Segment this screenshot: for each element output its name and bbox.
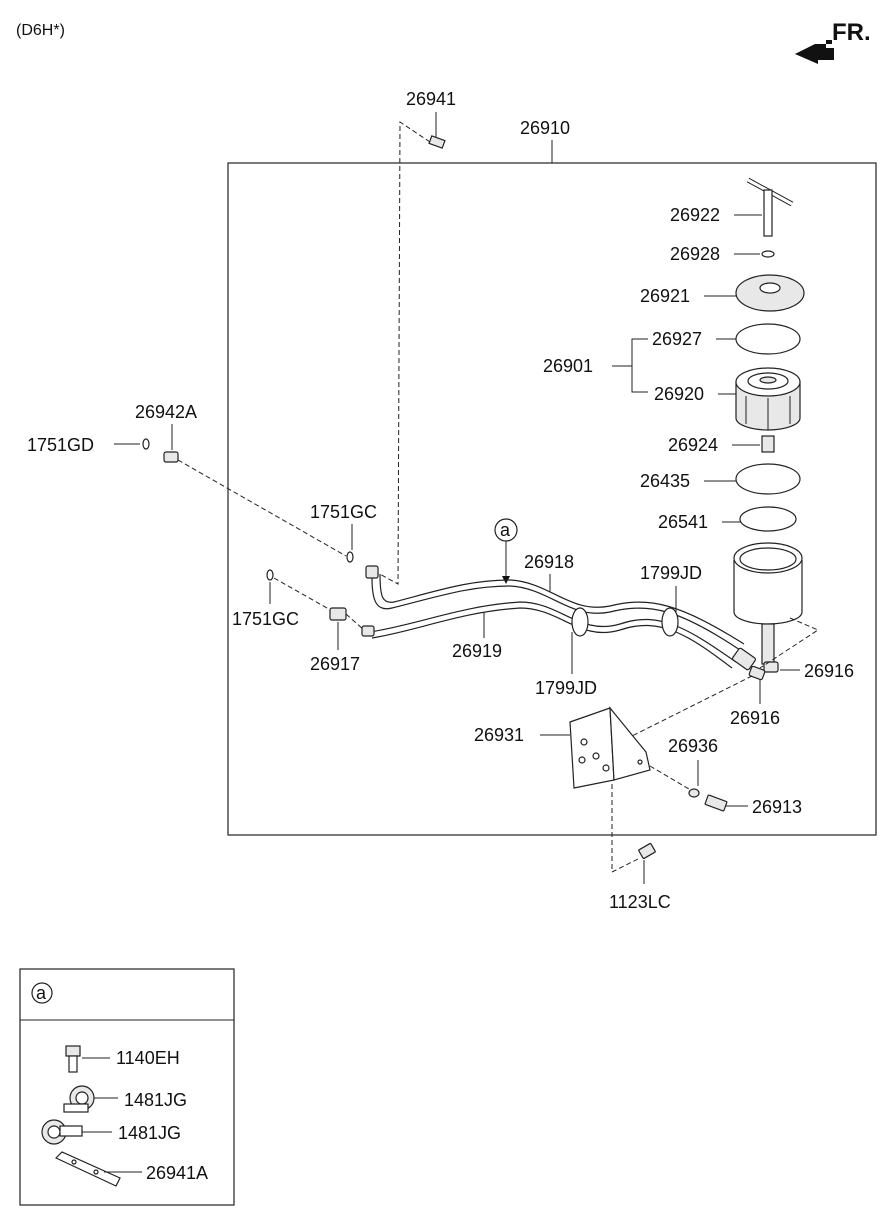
gasket-26435-icon: [735, 463, 801, 495]
o-ring-26928-icon: [761, 250, 775, 258]
hose-fitting-bottom-icon: [361, 625, 375, 637]
label-26941: 26941: [406, 89, 456, 109]
label-26435: 26435: [640, 471, 690, 491]
label-1751GC-lower: 1751GC: [232, 609, 299, 629]
fitting-26942a-icon: [163, 451, 179, 463]
callout-a: a: [500, 520, 511, 540]
clamp-1799jd-left-icon: [571, 607, 589, 637]
clip-1481jg-upper-icon: [63, 1085, 95, 1113]
label-26901: 26901: [543, 356, 593, 376]
t-handle-26922-icon: [746, 177, 794, 237]
label-26921: 26921: [640, 286, 690, 306]
label-26922: 26922: [670, 205, 720, 225]
assembly-frame: [227, 162, 877, 836]
variant-label: (D6H*): [16, 22, 65, 39]
label-26913: 26913: [752, 797, 802, 817]
detail-item-1: 1140EH: [116, 1048, 180, 1068]
filter-element-26920-icon: [735, 367, 801, 431]
label-1751GC-upper: 1751GC: [310, 502, 377, 522]
clip-1481jg-lower-icon: [41, 1119, 83, 1145]
label-26541: 26541: [658, 512, 708, 532]
seal-26541-icon: [739, 506, 797, 532]
strap-26941a-icon: [54, 1151, 121, 1187]
detail-item-2: 1481JG: [124, 1090, 187, 1110]
label-1799JD-top: 1799JD: [640, 563, 702, 583]
bolt-1140eh-icon: [65, 1045, 81, 1073]
label-26924: 26924: [668, 435, 718, 455]
bracket-26931-icon: [569, 706, 651, 789]
fitting-26917-icon: [329, 607, 347, 621]
label-26920: 26920: [654, 384, 704, 404]
label-26942A: 26942A: [135, 402, 197, 422]
label-26931: 26931: [474, 725, 524, 745]
valve-26924-icon: [761, 435, 775, 453]
label-26918: 26918: [524, 552, 574, 572]
hose-fitting-right-icon: [731, 647, 757, 671]
o-ring-1751gc-upper-icon: [346, 551, 354, 563]
label-26928: 26928: [670, 244, 720, 264]
o-ring-1751gd-icon: [142, 438, 150, 450]
clamp-1799jd-right-icon: [661, 607, 679, 637]
cap-26921-icon: [735, 274, 805, 312]
fr-arrow-icon: [795, 40, 834, 64]
bolt-26941-icon: [428, 135, 446, 149]
label-26917: 26917: [310, 654, 360, 674]
direction-label: FR.: [832, 19, 871, 46]
detail-marker: a: [36, 983, 47, 1003]
filter-housing-icon: [733, 542, 803, 665]
hose-26919-icon: [369, 601, 737, 669]
detail-item-3: 1481JG: [118, 1123, 181, 1143]
label-1751GD: 1751GD: [27, 435, 94, 455]
detail-box: [19, 968, 235, 1206]
hose-26918-icon: [371, 573, 745, 651]
washer-26936-icon: [688, 788, 700, 798]
label-26919: 26919: [452, 641, 502, 661]
label-26916-right: 26916: [804, 661, 854, 681]
label-1123LC: 1123LC: [609, 892, 671, 912]
fitting-26916-icon: [748, 661, 779, 681]
bolt-1123lc-icon: [638, 842, 656, 860]
label-26910: 26910: [520, 118, 570, 138]
gasket-26927-icon: [735, 323, 801, 355]
label-1799JD-bottom: 1799JD: [535, 678, 597, 698]
detail-marker-icon: [31, 982, 53, 1004]
hose-fitting-top-icon: [365, 565, 379, 579]
detail-item-4: 26941A: [146, 1163, 208, 1183]
label-26927: 26927: [652, 329, 702, 349]
bolt-26913-icon: [704, 794, 728, 812]
o-ring-1751gc-lower-icon: [266, 569, 274, 581]
label-26916-bottom: 26916: [730, 708, 780, 728]
label-26936: 26936: [668, 736, 718, 756]
